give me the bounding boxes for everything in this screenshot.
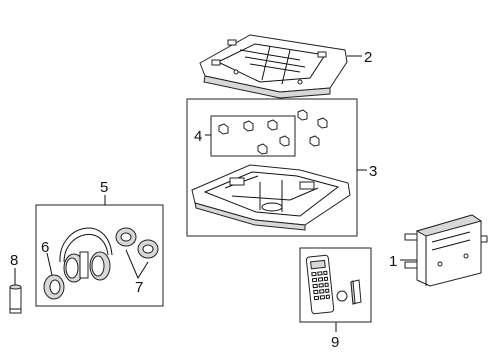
- callout-5: 5: [100, 179, 108, 196]
- callout-2: 2: [364, 49, 372, 66]
- frame-part-4: [210, 115, 296, 157]
- callout-8: 8: [10, 252, 18, 269]
- callout-3: 3: [369, 163, 377, 180]
- callout-7: 7: [135, 279, 143, 296]
- part-9-remote-control[interactable]: [305, 254, 362, 315]
- part-7-cushions[interactable]: [115, 227, 159, 259]
- callout-1: 1: [389, 253, 397, 270]
- frame-part-5: [35, 204, 164, 307]
- leader-7: [125, 249, 149, 280]
- frame-part-3: [186, 98, 358, 237]
- part-8-cylinder[interactable]: [9, 284, 22, 314]
- callout-6: 6: [41, 239, 49, 256]
- callout-9: 9: [331, 334, 339, 351]
- part-5-headphones[interactable]: [59, 227, 113, 283]
- part-4-clips[interactable]: [218, 109, 328, 155]
- leader-6: [46, 252, 53, 276]
- part-2-bracket[interactable]: [199, 34, 348, 99]
- part-1-display-unit[interactable]: [404, 214, 488, 287]
- callout-4: 4: [194, 128, 202, 145]
- part-6-ear-pad[interactable]: [43, 274, 65, 300]
- part-3-console-tray[interactable]: [191, 164, 351, 231]
